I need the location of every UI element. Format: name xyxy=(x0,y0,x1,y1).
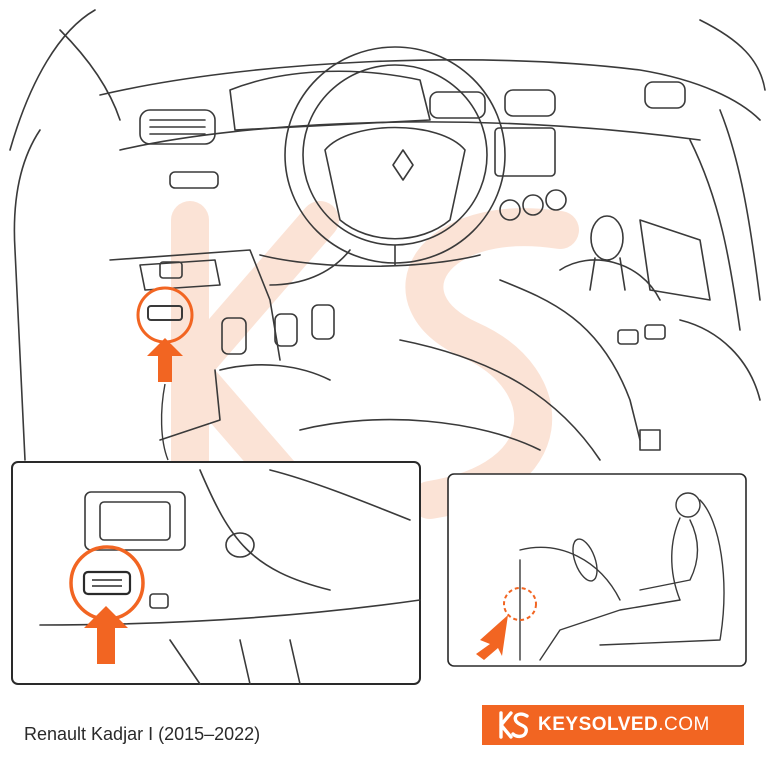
location-ring xyxy=(503,587,537,621)
arrow-up-icon xyxy=(84,606,128,664)
brand-name-strong: KEYSOLVED xyxy=(538,714,659,735)
brand-badge: KEYSOLVED.COM xyxy=(482,705,744,745)
main-highlight xyxy=(136,286,194,461)
seated-driver-icon xyxy=(519,492,725,661)
dashboard-line-art xyxy=(9,9,766,461)
steering-wheel-icon xyxy=(284,46,506,266)
arrow-icon xyxy=(476,615,508,660)
seated-driver-inset xyxy=(447,473,747,667)
zoom-inset xyxy=(11,461,421,685)
arrow-up-icon xyxy=(147,338,183,382)
obd-port-icon xyxy=(82,570,132,596)
brand-name-suffix: .COM xyxy=(658,714,710,735)
vehicle-caption: Renault Kadjar I (2015–2022) xyxy=(24,724,261,744)
brand-name: KEYSOLVED.COM xyxy=(538,714,710,736)
ks-logo-icon xyxy=(499,711,529,739)
gear-shifter-icon xyxy=(559,215,666,345)
